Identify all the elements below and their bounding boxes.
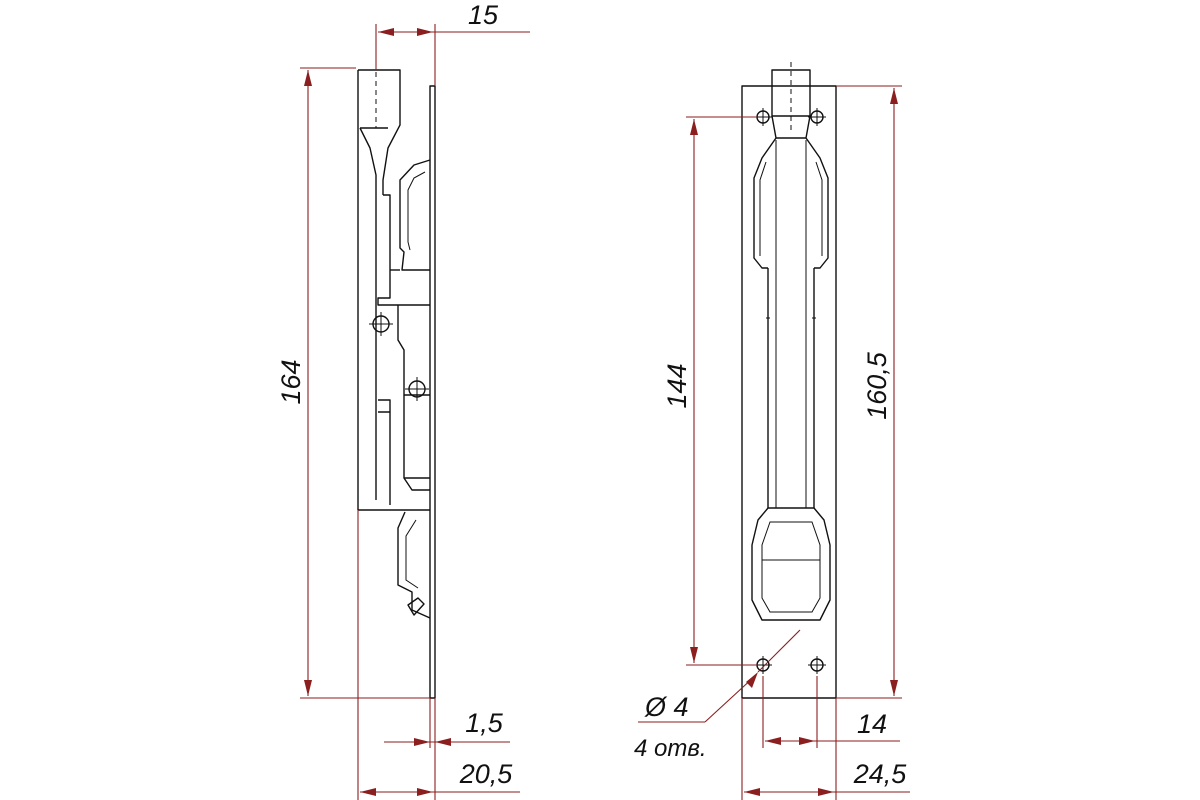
side-view: 164 15 1,5 20,5 xyxy=(276,0,530,800)
front-upper-grip xyxy=(753,115,777,269)
dim-side-height: 164 xyxy=(276,67,430,699)
dim-front-hole-spacing-vertical-label: 144 xyxy=(662,363,692,408)
front-bolt-body xyxy=(767,268,815,508)
dim-front-hole-diameter-label: Ø 4 xyxy=(644,692,689,722)
dim-front-hole-diameter: Ø 4 4 отв. xyxy=(634,629,801,762)
dim-side-plate-thickness: 1,5 xyxy=(384,698,510,748)
dim-side-plate-thickness-label: 1,5 xyxy=(465,708,504,738)
side-lower-lever xyxy=(397,511,431,619)
dim-front-hole-spacing-vertical: 144 xyxy=(662,116,757,666)
dim-front-hole-spacing-horizontal: 14 xyxy=(762,676,900,748)
dim-side-top-depth: 15 xyxy=(375,0,530,86)
side-bolt-head xyxy=(358,69,401,195)
dim-front-hole-spacing-horizontal-label: 14 xyxy=(857,709,887,739)
dim-front-plate-width: 24,5 xyxy=(741,698,910,800)
front-lower-grip xyxy=(751,507,831,621)
dim-side-top-depth-label: 15 xyxy=(468,0,499,30)
dim-side-overall-depth: 20,5 xyxy=(357,510,520,800)
dim-front-plate-length: 160,5 xyxy=(836,85,902,699)
dim-front-plate-length-label: 160,5 xyxy=(862,351,892,420)
dim-front-plate-width-label: 24,5 xyxy=(853,759,908,789)
front-mounting-plate xyxy=(741,85,837,699)
side-mounting-plate xyxy=(429,85,436,699)
front-hole-bottom-right xyxy=(808,656,826,674)
dim-side-height-label: 164 xyxy=(276,359,306,404)
front-hole-top-right xyxy=(808,108,826,126)
side-upper-lever xyxy=(399,159,431,271)
dim-front-hole-count-label: 4 отв. xyxy=(634,735,707,762)
dim-side-overall-depth-label: 20,5 xyxy=(459,759,514,789)
side-screw-hole-upper xyxy=(369,312,393,336)
side-screw-hole-lower xyxy=(405,377,429,401)
front-view: 144 160,5 Ø 4 4 отв. 14 xyxy=(634,62,910,800)
